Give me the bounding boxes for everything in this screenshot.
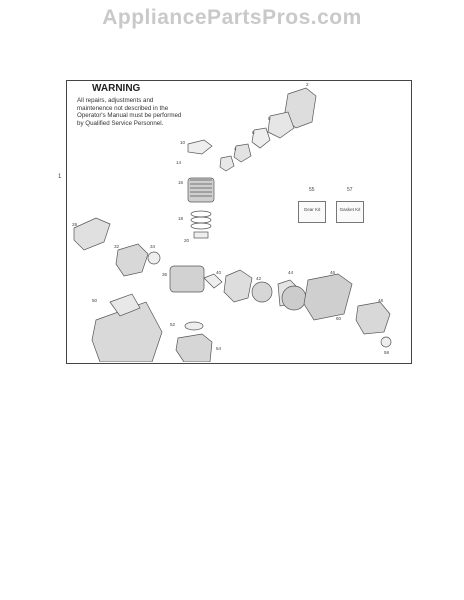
warning-title: WARNING [92,83,141,94]
ring-part [190,210,212,218]
gear-kit-label: Gear Kit [303,207,321,212]
filter-part [147,251,161,265]
cover-part [267,111,295,139]
svg-text:46: 46 [330,270,336,275]
svg-text:58: 58 [384,350,390,355]
svg-text:2: 2 [306,82,309,87]
gear-kit-number: 55 [309,187,315,193]
bracket-part [219,155,235,172]
svg-text:6: 6 [252,130,255,135]
svg-text:10: 10 [180,140,186,145]
warning-text: All repairs, adjustments and maintenence… [77,97,182,127]
starter-housing [355,301,391,335]
site-watermark: AppliancePartsPros.com [102,6,362,29]
piston-part [193,231,209,239]
svg-text:28: 28 [72,222,78,227]
svg-text:40: 40 [216,270,222,275]
flywheel-housing [223,269,253,303]
svg-text:16: 16 [178,180,184,185]
svg-text:48: 48 [378,298,384,303]
gasket-kit-number: 57 [347,187,353,193]
fuel-tank [175,333,213,362]
gasket-part [251,127,271,149]
cylinder-fins [190,179,212,197]
svg-text:50: 50 [92,298,98,303]
ring-part-2 [190,216,212,224]
plate-part [187,139,213,155]
left-bracket [73,217,111,251]
carburetor-part [115,243,149,277]
svg-text:42: 42 [256,276,262,281]
flywheel-part [251,281,273,303]
tank-cap [184,321,204,331]
cylinder-part [187,177,215,203]
starter-cap [380,336,392,348]
crank-part [203,273,223,289]
crankcase-part [169,265,205,293]
reference-mark: 1 [58,174,62,180]
svg-text:20: 20 [184,238,190,243]
svg-text:8: 8 [268,116,271,121]
gear-kit-box: Gear Kit [298,201,326,223]
svg-text:32: 32 [114,244,120,249]
svg-text:36: 36 [162,272,168,277]
svg-text:34: 34 [150,244,156,249]
svg-text:60: 60 [336,316,342,321]
svg-text:52: 52 [170,322,176,327]
fan-part [281,285,307,311]
engine-cover [303,273,353,321]
ring-part-3 [190,222,212,230]
gasket-kit-box: Gasket Kit [336,201,364,223]
svg-text:18: 18 [178,216,184,221]
muffler-part [109,293,141,317]
gasket-kit-label: Gasket Kit [339,207,361,212]
svg-text:4: 4 [234,146,237,151]
svg-text:54: 54 [216,346,222,351]
shroud-part [91,301,163,362]
valve-part [233,143,252,163]
svg-text:44: 44 [288,270,294,275]
svg-text:14: 14 [176,160,182,165]
